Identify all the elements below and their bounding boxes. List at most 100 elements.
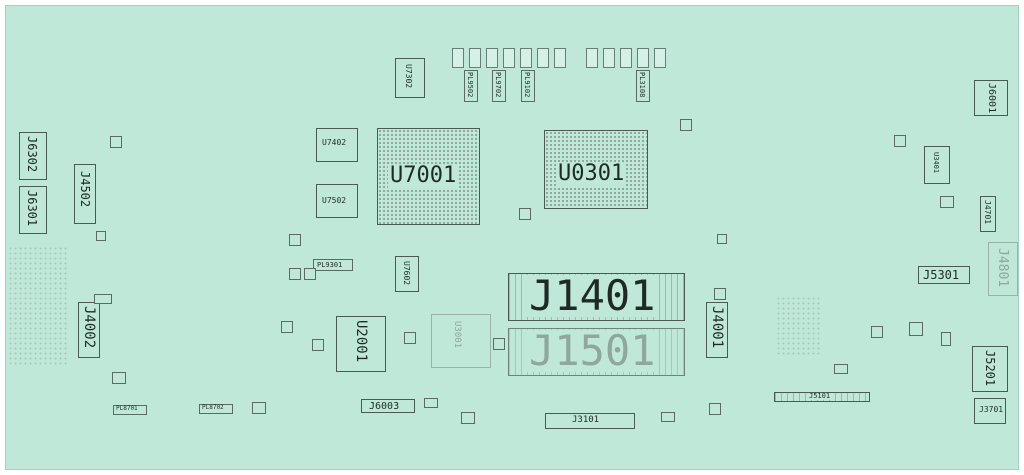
component <box>252 402 266 414</box>
u2001-label: U2001 <box>353 320 369 363</box>
top-pad <box>469 48 481 68</box>
chip-u7502 <box>316 184 358 218</box>
top-pad <box>586 48 598 68</box>
connector-j6302 <box>19 132 47 180</box>
u7001-label: U7001 <box>388 163 459 188</box>
u7302-label: U7302 <box>404 64 413 89</box>
inductor-pl8702 <box>199 404 233 414</box>
j6001-label: J6001 <box>986 83 997 114</box>
component <box>909 322 923 336</box>
pl3108-label: PL3108 <box>638 72 646 98</box>
top-pad <box>603 48 615 68</box>
j3101-label: J3101 <box>572 415 600 425</box>
connector-j5201 <box>972 346 1008 392</box>
u7602-label: U7602 <box>402 261 411 286</box>
component <box>110 136 122 148</box>
component <box>304 268 316 280</box>
u7402-label: U7402 <box>322 138 347 147</box>
j1501-label: J1501 <box>526 330 659 372</box>
inductor-pl9102 <box>521 70 535 102</box>
j3701-label: J3701 <box>979 405 1004 414</box>
connector-j3101 <box>545 413 635 429</box>
chip-u7602 <box>395 256 419 292</box>
j4502-label: J4502 <box>78 171 92 208</box>
chip-u7302 <box>395 58 425 98</box>
component <box>709 403 721 415</box>
j6003-label: J6003 <box>369 401 400 412</box>
component <box>281 321 293 333</box>
component <box>871 326 883 338</box>
j6302-label: J6302 <box>25 136 39 173</box>
component <box>493 338 505 350</box>
top-pad <box>486 48 498 68</box>
component <box>519 208 531 220</box>
connector-j4801 <box>988 242 1018 296</box>
top-pad <box>452 48 464 68</box>
component <box>404 332 416 344</box>
chip-u2001 <box>336 316 386 372</box>
inductor-pl9702 <box>492 70 506 102</box>
component <box>289 268 301 280</box>
connector-j4502 <box>74 164 96 224</box>
j4701-label: J4701 <box>983 200 992 225</box>
component <box>680 119 692 131</box>
connector-j6301 <box>19 186 47 234</box>
u3401-label: U3401 <box>932 152 940 174</box>
top-pad <box>620 48 632 68</box>
connector-j4001 <box>706 302 728 358</box>
component <box>94 294 112 304</box>
component <box>834 364 848 374</box>
chip-u3401 <box>924 146 950 184</box>
component <box>941 332 951 346</box>
j5301-label: J5301 <box>923 268 960 282</box>
u3001-label: U3001 <box>452 321 462 349</box>
connector-j6003 <box>361 399 415 413</box>
j6301-label: J6301 <box>25 190 39 227</box>
pl9702-label: PL9702 <box>494 72 502 98</box>
j5101-label: J5101 <box>809 392 831 400</box>
component <box>96 231 106 241</box>
top-pad <box>503 48 515 68</box>
inductor-pl3108 <box>636 70 650 102</box>
component <box>940 196 954 208</box>
component <box>461 412 475 424</box>
j4801-label: J4801 <box>995 248 1010 288</box>
inductor-pl9301 <box>313 259 353 271</box>
top-pad <box>637 48 649 68</box>
chip-u3001 <box>431 314 491 368</box>
component <box>717 234 727 244</box>
connector-j3701 <box>974 398 1006 424</box>
top-pad <box>520 48 532 68</box>
pl8701-label: PL8701 <box>116 405 138 412</box>
component <box>112 372 126 384</box>
connector-j4701 <box>980 196 996 232</box>
j4002-label: J4002 <box>81 306 97 349</box>
u7502-label: U7502 <box>322 196 347 205</box>
pl9102-label: PL9102 <box>523 72 531 98</box>
pl9301-label: PL9301 <box>317 261 343 269</box>
j1401-label: J1401 <box>526 275 659 317</box>
inductor-pl9502 <box>464 70 478 102</box>
inductor-pl8701 <box>113 405 147 415</box>
j5201-label: J5201 <box>983 350 997 387</box>
top-pad <box>554 48 566 68</box>
component <box>661 412 675 422</box>
via-cluster-right <box>776 296 821 356</box>
connector-j6001 <box>974 80 1008 116</box>
top-pad <box>654 48 666 68</box>
u0301-label: U0301 <box>556 161 627 186</box>
component <box>312 339 324 351</box>
connector-j5301 <box>918 266 970 284</box>
component <box>424 398 438 408</box>
j4001-label: J4001 <box>709 306 725 349</box>
chip-u7402 <box>316 128 358 162</box>
top-pad <box>537 48 549 68</box>
component <box>714 288 726 300</box>
pl9502-label: PL9502 <box>466 72 474 98</box>
pl8702-label: PL8702 <box>202 404 224 411</box>
component <box>289 234 301 246</box>
pcb-board: PL9502 PL9702 PL9102 PL3108 U7302 U7001 … <box>5 5 1019 470</box>
component <box>894 135 906 147</box>
connector-j4002 <box>78 302 100 358</box>
via-cluster-left <box>8 246 68 366</box>
